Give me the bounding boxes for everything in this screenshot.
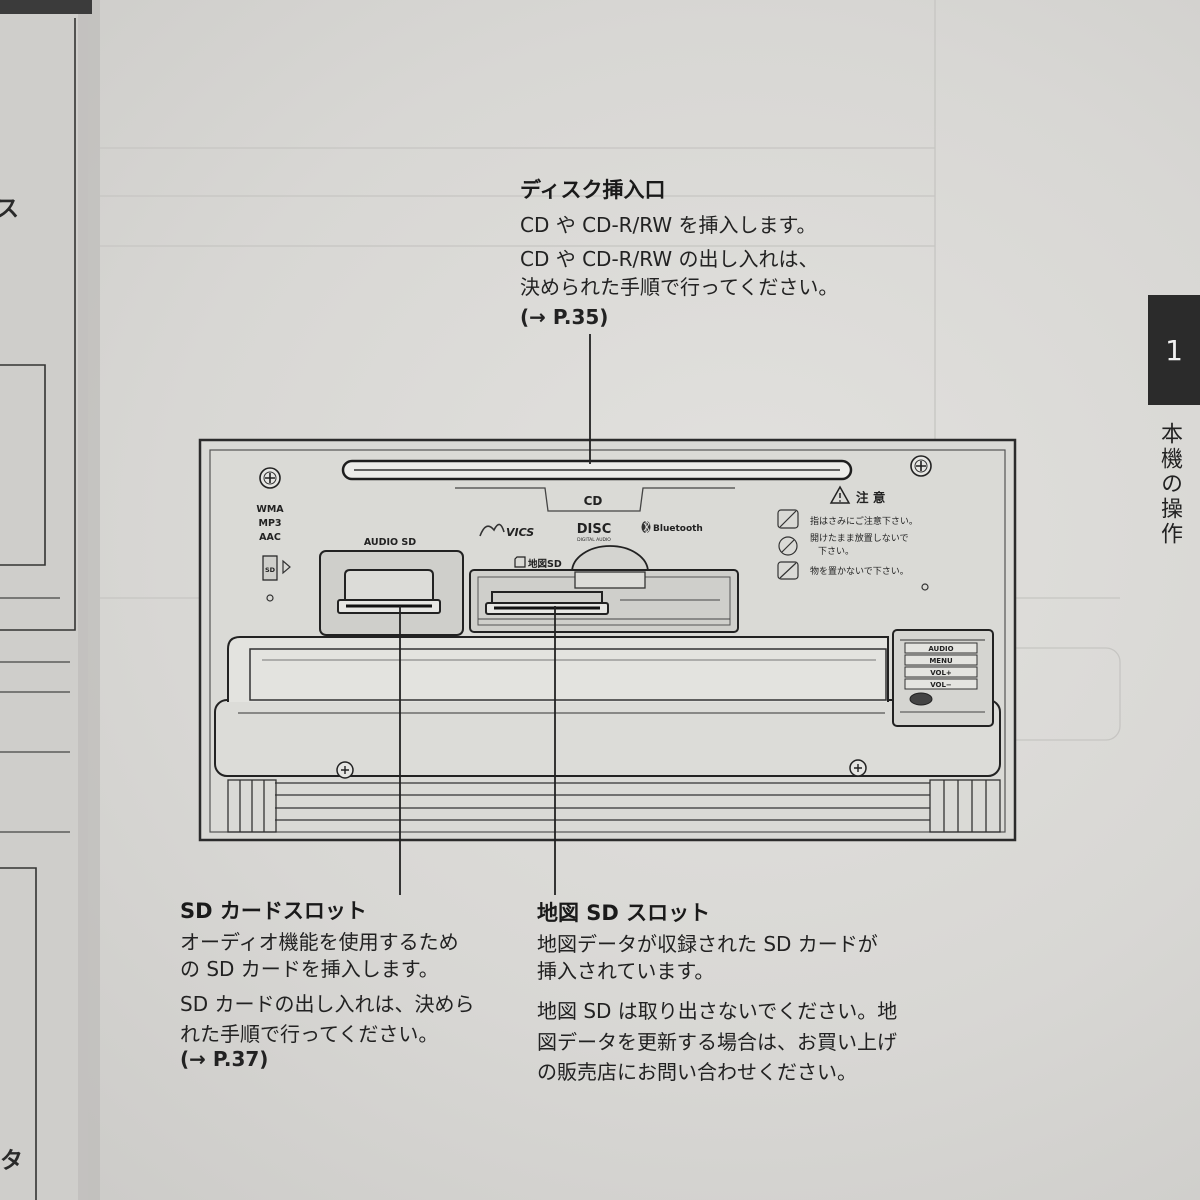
left-page-fragment: ス xyxy=(0,196,19,222)
disc-slot-line: 決められた手順で行ってください。 xyxy=(520,275,839,299)
bottom-rails xyxy=(227,779,1001,833)
caution-item-3: 物を置かないで下さい。 xyxy=(810,565,909,577)
cd-label: CD xyxy=(584,494,603,508)
control-buttons: AUDIO MENU VOL+ VOL− xyxy=(892,629,994,727)
section-tab: 1 xyxy=(1148,295,1200,405)
disc-slot-line: CD や CD-R/RW を挿入します。 xyxy=(520,213,817,237)
bluetooth-logo-text: Bluetooth xyxy=(653,524,703,534)
head-unit: CD WMA MP3 AAC SD AUDIO SD xyxy=(198,438,1017,842)
map-sd-label: 地図SD xyxy=(514,556,562,570)
caution-item-2a: 開けたまま放置しないで xyxy=(810,532,908,544)
audio-sd-slot xyxy=(319,550,464,636)
left-page-fragment: タ xyxy=(0,1148,23,1174)
bluetooth-logo: Bluetooth xyxy=(641,519,703,535)
caution-label: 注 意 指はさみにご注意下さい。 開けたまま放置しないで 下さい。 物を置かない… xyxy=(777,485,929,591)
sd-slot-heading: SD カードスロット xyxy=(180,899,367,923)
disc-slot-line: CD や CD-R/RW の出し入れは、 xyxy=(520,247,819,271)
map-sd-heading: 地図 SD スロット xyxy=(537,901,711,925)
sd-slot-line: オーディオ機能を使用するため xyxy=(180,930,459,954)
button-audio: AUDIO xyxy=(928,645,953,653)
button-vol-down: VOL− xyxy=(930,681,952,689)
screw-icon xyxy=(910,455,932,477)
disc-slot-page-ref: (→ P.35) xyxy=(520,305,609,329)
section-title: 本機の操作 xyxy=(1157,422,1182,547)
map-sd-line: 図データを更新する場合は、お買い上げ xyxy=(537,1030,897,1054)
disc-logo-text: DISC xyxy=(577,522,612,537)
cd-slot xyxy=(341,459,853,481)
cd-label-bracket xyxy=(455,487,735,512)
map-sd-line: 地図データが収録された SD カードが xyxy=(537,932,878,956)
sd-slot-page-ref: (→ P.37) xyxy=(180,1047,269,1071)
button-vol-up: VOL+ xyxy=(930,669,952,677)
sd-slot-line: SD カードの出し入れは、決めら xyxy=(180,992,475,1016)
map-sd-label-text: 地図SD xyxy=(528,558,562,570)
map-sd-line: 地図 SD は取り出さないでください。地 xyxy=(537,999,898,1023)
caution-item-2b: 下さい。 xyxy=(818,546,854,557)
vics-logo-text: VICS xyxy=(506,526,534,539)
button-menu: MENU xyxy=(929,657,953,665)
map-sd-slot xyxy=(469,545,739,633)
sd-card-icon: SD xyxy=(262,555,291,602)
screw-icon xyxy=(259,467,281,489)
screw-icon xyxy=(336,761,354,779)
no-fingers-icon xyxy=(777,509,799,529)
caution-title: 注 意 xyxy=(856,490,885,505)
sd-slot-line: の SD カードを挿入します。 xyxy=(180,957,439,981)
map-sd-line: の販売店にお問い合わせください。 xyxy=(537,1060,857,1084)
display-bezel xyxy=(227,636,889,702)
disc-slot-heading: ディスク挿入口 xyxy=(520,178,666,202)
sd-logo-text: SD xyxy=(265,566,276,574)
sd-slot-line: れた手順で行ってください。 xyxy=(180,1022,439,1046)
screw-icon xyxy=(849,759,867,777)
no-objects-icon xyxy=(777,561,799,580)
disc-logo-subtext: DIGITAL AUDIO xyxy=(577,537,611,543)
format-aac: AAC xyxy=(259,532,281,543)
knob xyxy=(909,692,933,706)
no-leave-open-icon xyxy=(778,536,798,556)
section-number: 1 xyxy=(1165,333,1183,367)
warning-icon xyxy=(829,485,851,504)
caution-item-1: 指はさみにご注意下さい。 xyxy=(810,515,918,527)
format-wma: WMA xyxy=(256,504,284,515)
sd-card-icon xyxy=(514,556,526,568)
left-page xyxy=(0,0,100,1200)
vics-logo: VICS xyxy=(479,523,534,539)
format-mp3: MP3 xyxy=(258,518,281,529)
audio-sd-label: AUDIO SD xyxy=(364,537,416,548)
bluetooth-icon xyxy=(641,519,651,535)
lower-body xyxy=(214,699,1001,777)
bleed-through xyxy=(100,0,1121,741)
map-sd-line: 挿入されています。 xyxy=(537,959,715,983)
disc-logo: DISC DIGITAL AUDIO xyxy=(577,522,612,543)
